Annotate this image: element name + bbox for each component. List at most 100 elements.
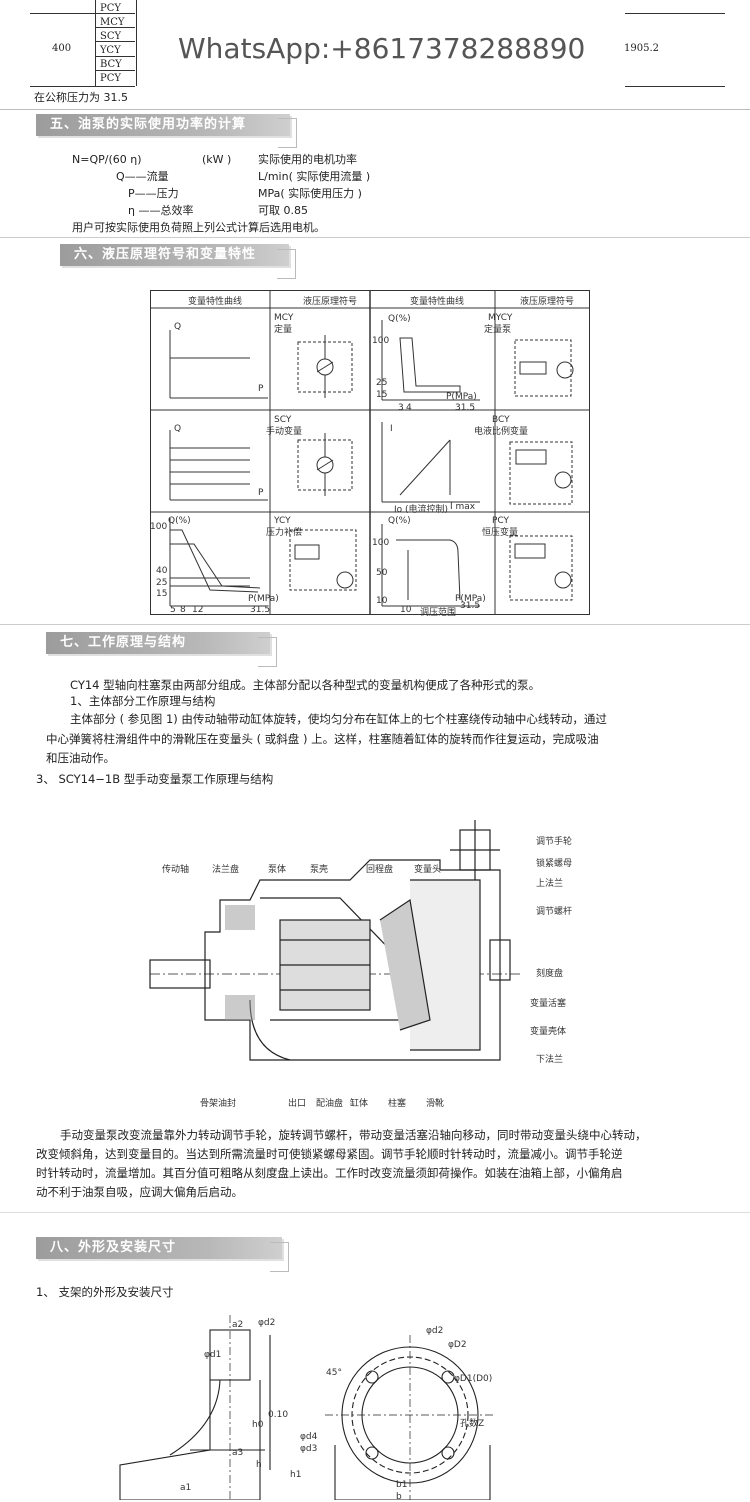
subheading-1: 1、主体部分工作原理与结构 <box>70 694 216 708</box>
section-7-title: 七、工作原理与结构 <box>46 632 270 654</box>
pcy-range: 调压范围 <box>420 608 457 618</box>
axis-pmpa: P(MPa) <box>455 594 486 604</box>
var-eta: η ——总效率 <box>128 204 194 217</box>
label-lower-flange: 下法兰 <box>536 1055 564 1065</box>
subheading-bracket: 1、 支架的外形及安装尺寸 <box>36 1285 174 1299</box>
label-variable-piston: 变量活塞 <box>530 999 567 1009</box>
mycy-tick: 100 <box>372 336 390 346</box>
dim-label: φd2 <box>258 1318 276 1328</box>
para-line: 中心弹簧将柱滑组件中的滑靴压在变量头 ( 或斜盘 ) 上。这样，柱塞随着缸体的旋… <box>46 732 599 746</box>
table-row: YCY <box>100 45 121 56</box>
table-row: SCY <box>100 31 122 42</box>
label-outlet: 出口 <box>288 1099 307 1109</box>
axis-i: I <box>390 424 393 434</box>
mycy-tick: 25 <box>376 378 388 388</box>
var-p: P——压力 <box>128 187 179 200</box>
dim-label: b <box>396 1492 402 1502</box>
mycy-xtick: 31.5 <box>455 403 476 413</box>
pcy-tick: 10 <box>376 596 388 606</box>
para-line: 手动变量泵改变流量靠外力转动调节手轮，旋转调节螺杆，带动变量活塞沿轴向移动，同时… <box>60 1128 647 1142</box>
label-drive-shaft: 传动轴 <box>162 865 190 875</box>
table-header: 变量特性曲线 <box>410 297 465 307</box>
dim-label: φD2 <box>448 1340 467 1350</box>
dim-label: φd3 <box>300 1444 318 1454</box>
label-variable-housing: 变量壳体 <box>530 1027 567 1037</box>
label-pump-shell: 泵壳 <box>310 865 329 875</box>
pcy-tick: 50 <box>376 568 388 578</box>
cell-mycy-sub: 定量泵 <box>484 325 512 335</box>
bracket-svg <box>119 1315 495 1500</box>
dim-label: φd1 <box>204 1350 222 1360</box>
dim-label: φd2 <box>426 1326 444 1336</box>
divider <box>0 624 750 625</box>
cell-pcy-name: PCY <box>492 516 510 526</box>
dim-label: a2 <box>232 1320 244 1330</box>
title-deco <box>258 637 277 667</box>
table-right-value: 1905.2 <box>624 43 659 54</box>
table-row: MCY <box>100 17 125 28</box>
dim-label: 45° <box>326 1368 342 1378</box>
power-unit: (kW ) <box>202 153 232 166</box>
table-left-value: 400 <box>52 43 72 54</box>
dim-label: a1 <box>180 1483 192 1493</box>
top-table-col <box>95 0 137 86</box>
section-5-title: 五、油泵的实际使用功率的计算 <box>36 114 290 136</box>
label-flange: 法兰盘 <box>212 865 240 875</box>
table-row: PCY <box>100 73 121 84</box>
cell-pcy-sub: 恒压变量 <box>482 528 519 538</box>
divider <box>0 109 750 110</box>
pcy-xtick: 31.5 <box>460 601 481 611</box>
axis-qpct: Q(%) <box>388 314 411 324</box>
pump-drawing <box>149 820 520 1061</box>
dim-label: 0.10 <box>268 1410 289 1420</box>
label-adjust-screw: 调节螺杆 <box>536 907 573 917</box>
title-deco <box>277 249 296 279</box>
ycy-xtick: 12 <box>192 605 204 615</box>
watermark: WhatsApp:+8617378288890 <box>178 32 586 65</box>
cell-ycy-sub: 压力补偿 <box>266 528 303 538</box>
cell-bcy-sub: 电液比例变量 <box>474 427 529 437</box>
label-lock-nut: 锁紧螺母 <box>536 859 573 869</box>
label-variable-head: 变量头 <box>414 865 442 875</box>
label-plunger: 柱塞 <box>388 1099 407 1109</box>
var-q-unit: L/min( 实际使用流量 ) <box>258 170 371 183</box>
divider <box>0 1212 750 1213</box>
cell-ycy-name: YCY <box>274 516 291 526</box>
ycy-tick: 100 <box>150 522 168 532</box>
para-line: 动不利于油泵自吸，应调大偏角后启动。 <box>36 1185 243 1199</box>
axis-p: P <box>258 384 264 394</box>
axis-q: Q <box>174 424 182 434</box>
axis-qpct: Q(%) <box>168 516 191 526</box>
dim-label: b1 <box>396 1480 408 1490</box>
section-6-title: 六、液压原理符号和变量特性 <box>60 244 289 266</box>
table-row: PCY <box>100 3 121 14</box>
title-deco <box>278 118 297 148</box>
table-header: 液压原理符号 <box>520 297 575 307</box>
cell-scy-sub: 手动变量 <box>266 427 303 437</box>
dim-label: a3 <box>232 1448 244 1458</box>
dim-label: φD1(D0) <box>454 1374 493 1384</box>
dim-label: h0 <box>252 1420 264 1430</box>
pcy-tick: 100 <box>372 538 390 548</box>
bcy-label: Io (电流控制) <box>394 505 449 515</box>
power-desc: 实际使用的电机功率 <box>258 153 357 166</box>
cell-mycy-name: MYCY <box>488 313 513 323</box>
title-deco <box>270 1242 289 1272</box>
table-footnote: 在公称压力为 31.5 <box>34 91 128 104</box>
cell-scy-name: SCY <box>274 415 292 425</box>
para-line: 和压油动作。 <box>46 751 115 765</box>
label-pump-body: 泵体 <box>268 865 287 875</box>
label-cylinder: 缸体 <box>350 1099 369 1109</box>
var-eta-unit: 可取 0.85 <box>258 204 308 217</box>
table-row: BCY <box>100 59 122 70</box>
subheading-3: 3、 SCY14−1B 型手动变量泵工作原理与结构 <box>36 772 274 786</box>
table-header: 变量特性曲线 <box>188 297 243 307</box>
power-note: 用户可按实际使用负荷照上列公式计算后选用电机。 <box>72 221 325 234</box>
mycy-tick: 15 <box>376 390 388 400</box>
axis-q: Q <box>174 322 182 332</box>
dim-label: 孔数Z <box>460 1419 485 1429</box>
axis-pmpa: P(MPa) <box>446 392 477 402</box>
axis-pmpa: P(MPa) <box>248 594 279 604</box>
dim-label: h <box>256 1460 262 1470</box>
label-slipper: 滑靴 <box>426 1099 445 1109</box>
